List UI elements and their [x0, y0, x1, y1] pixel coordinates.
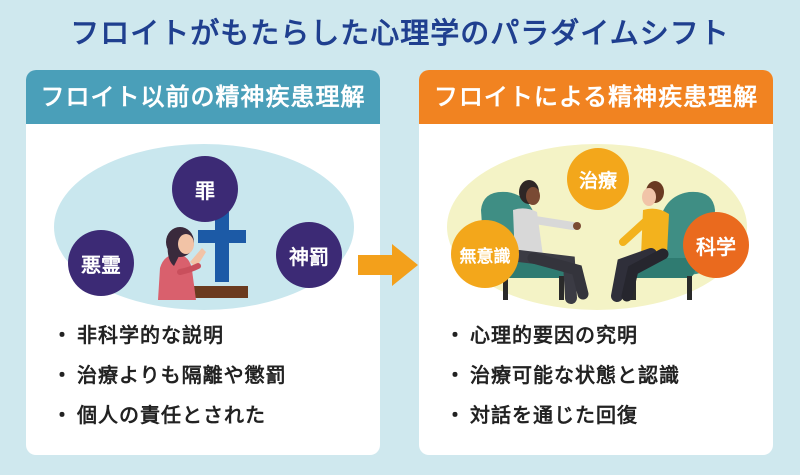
bullet-item: 治療よりも隔離や懲罰: [52, 355, 287, 395]
praying-hands: [190, 248, 206, 268]
circle-science: 科学: [683, 212, 749, 278]
bullet-item: 対話を通じた回復: [445, 395, 680, 435]
panel-before-freud: フロイト以前の精神疾患理解 罪 悪霊 神罰 非科学的な説明 治療よりも隔離や懲罰…: [26, 70, 380, 455]
bullet-list-before: 非科学的な説明 治療よりも隔離や懲罰 個人の責任とされた: [52, 315, 287, 435]
panel-freud: フロイトによる精神疾患理解 治療 無意識 科学 心理的要因の究明 治療可能な状態…: [419, 70, 773, 455]
circle-divine-punishment: 神罰: [276, 222, 342, 288]
bullet-item: 心理的要因の究明: [445, 315, 680, 355]
right-arrow-icon: [358, 244, 418, 286]
desk: [190, 286, 248, 298]
cross-horizontal: [198, 230, 246, 243]
bullet-item: 治療可能な状態と認識: [445, 355, 680, 395]
page-title: フロイトがもたらした心理学のパラダイムシフト: [70, 16, 730, 50]
praying-woman-illustration: [158, 212, 248, 300]
woman-body: [158, 254, 196, 300]
circle-evil-spirit: 悪霊: [68, 230, 134, 296]
circle-treatment: 治療: [567, 148, 629, 210]
bullet-item: 非科学的な説明: [52, 315, 287, 355]
bullet-item: 個人の責任とされた: [52, 395, 287, 435]
circle-sin: 罪: [172, 156, 238, 222]
bullet-list-freud: 心理的要因の究明 治療可能な状態と認識 対話を通じた回復: [445, 315, 680, 435]
cross-vertical: [215, 212, 229, 282]
woman-face: [178, 234, 194, 254]
circle-unconscious: 無意識: [451, 220, 519, 288]
panel-header-before: フロイト以前の精神疾患理解: [26, 70, 380, 124]
panel-header-freud: フロイトによる精神疾患理解: [419, 70, 773, 124]
